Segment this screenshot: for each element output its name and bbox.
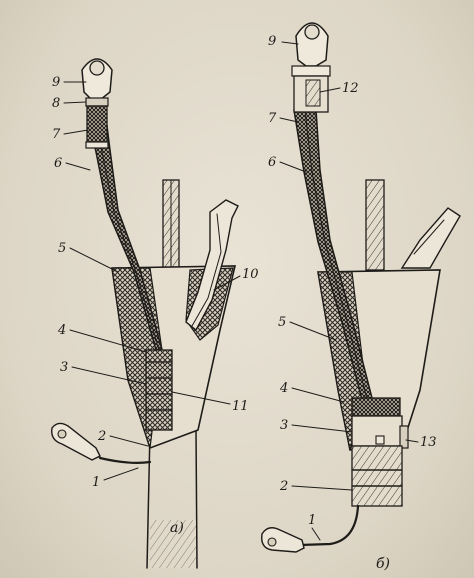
figure-a-earthing-wire — [51, 422, 152, 464]
label-a-11: 11 — [232, 399, 249, 414]
label-a-8: 8 — [52, 96, 60, 111]
label-b-4: 4 — [279, 381, 288, 396]
figure-a: 9 8 7 6 5 4 3 2 1 10 11 а) — [51, 58, 259, 569]
figure-b-leader-lines — [279, 41, 419, 541]
caption-b: б) — [376, 556, 390, 572]
label-b-3: 3 — [280, 418, 288, 433]
label-a-10: 10 — [242, 267, 259, 282]
figure-a-cable-trunk — [146, 429, 198, 569]
label-a-4: 4 — [57, 323, 66, 338]
label-a-7: 7 — [52, 127, 61, 142]
figure-b: 9 12 7 6 5 4 3 2 1 13 б) — [261, 22, 461, 572]
label-b-5: 5 — [278, 315, 286, 330]
figure-b-inner-sleeve — [351, 397, 409, 507]
label-a-1: 1 — [92, 475, 100, 490]
caption-a: а) — [170, 520, 184, 536]
figure-b-earthing-wire — [261, 504, 360, 553]
label-b-6: 6 — [268, 155, 276, 170]
label-a-2: 2 — [97, 429, 106, 444]
label-b-13: 13 — [420, 435, 437, 450]
figure-b-flat-branch — [400, 207, 461, 269]
figure-b-cable-lug — [291, 22, 331, 113]
label-b-7: 7 — [268, 111, 277, 126]
label-b-2: 2 — [279, 479, 288, 494]
label-a-3: 3 — [60, 360, 68, 375]
figure-a-leader-lines — [63, 81, 241, 481]
label-b-12: 12 — [342, 81, 359, 96]
figure-a-glove-body — [111, 265, 237, 450]
figure-a-inner-sleeve — [145, 349, 173, 431]
label-b-9: 9 — [268, 34, 276, 49]
label-a-5: 5 — [58, 241, 66, 256]
label-b-1: 1 — [308, 513, 316, 528]
label-a-9: 9 — [52, 75, 60, 90]
figure-b-core-rod — [365, 179, 385, 271]
figure-a-flat-branch — [185, 199, 239, 332]
label-a-6: 6 — [54, 156, 62, 171]
figure-a-cable-lug — [81, 58, 113, 149]
